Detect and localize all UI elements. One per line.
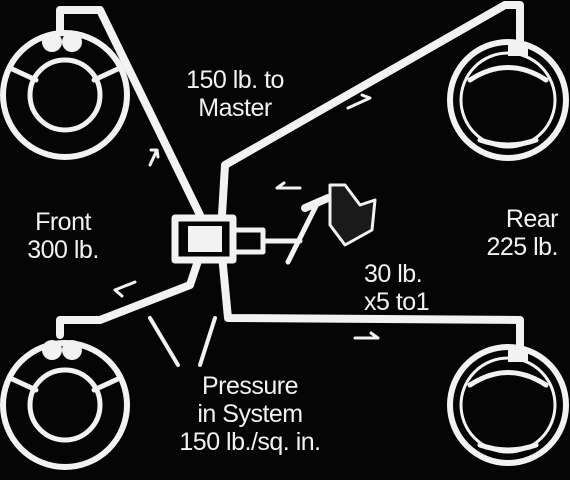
brake-pedal (285, 183, 377, 265)
master-label-line1: 150 lb. to (186, 66, 284, 94)
pedal-label-line2: x5 to1 (364, 288, 430, 316)
wheel-cylinder-rl (508, 44, 528, 56)
wheel-cylinder-fr-b (62, 340, 82, 360)
flow-arrows (113, 93, 380, 340)
master-label-line2: Master (198, 94, 272, 122)
master-cylinder (171, 214, 303, 264)
wheel-cylinder-fl-b (62, 32, 82, 52)
rear-top-drum (447, 39, 569, 161)
pressure-label-line2: in System (197, 400, 303, 428)
rear-label: Rear 225 lb. (468, 205, 558, 261)
master-label: 150 lb. to Master (175, 66, 295, 122)
front-label-line2: 300 lb. (27, 236, 99, 264)
rear-bottom-drum (447, 344, 569, 466)
pressure-pointers (148, 316, 217, 367)
wheel-cylinder-fl-a (42, 32, 62, 52)
pedal-label: 30 lb. x5 to1 (364, 260, 464, 316)
front-left-wheel (0, 30, 130, 160)
pressure-label: Pressure in System 150 lb./sq. in. (150, 372, 350, 456)
rear-label-line1: Rear (505, 205, 559, 233)
pedal-label-line1: 30 lb. (364, 260, 423, 288)
front-label: Front 300 lb. (18, 208, 108, 264)
wheel-cylinder-rr (508, 350, 528, 362)
front-right-wheel (0, 340, 130, 470)
rear-label-line2: 225 lb. (486, 233, 558, 261)
front-label-line1: Front (35, 208, 91, 236)
pressure-label-line3: 150 lb./sq. in. (179, 428, 321, 456)
brake-lines (56, 1, 524, 359)
wheel-cylinder-fr-a (42, 340, 62, 360)
pressure-label-line1: Pressure (201, 372, 299, 400)
